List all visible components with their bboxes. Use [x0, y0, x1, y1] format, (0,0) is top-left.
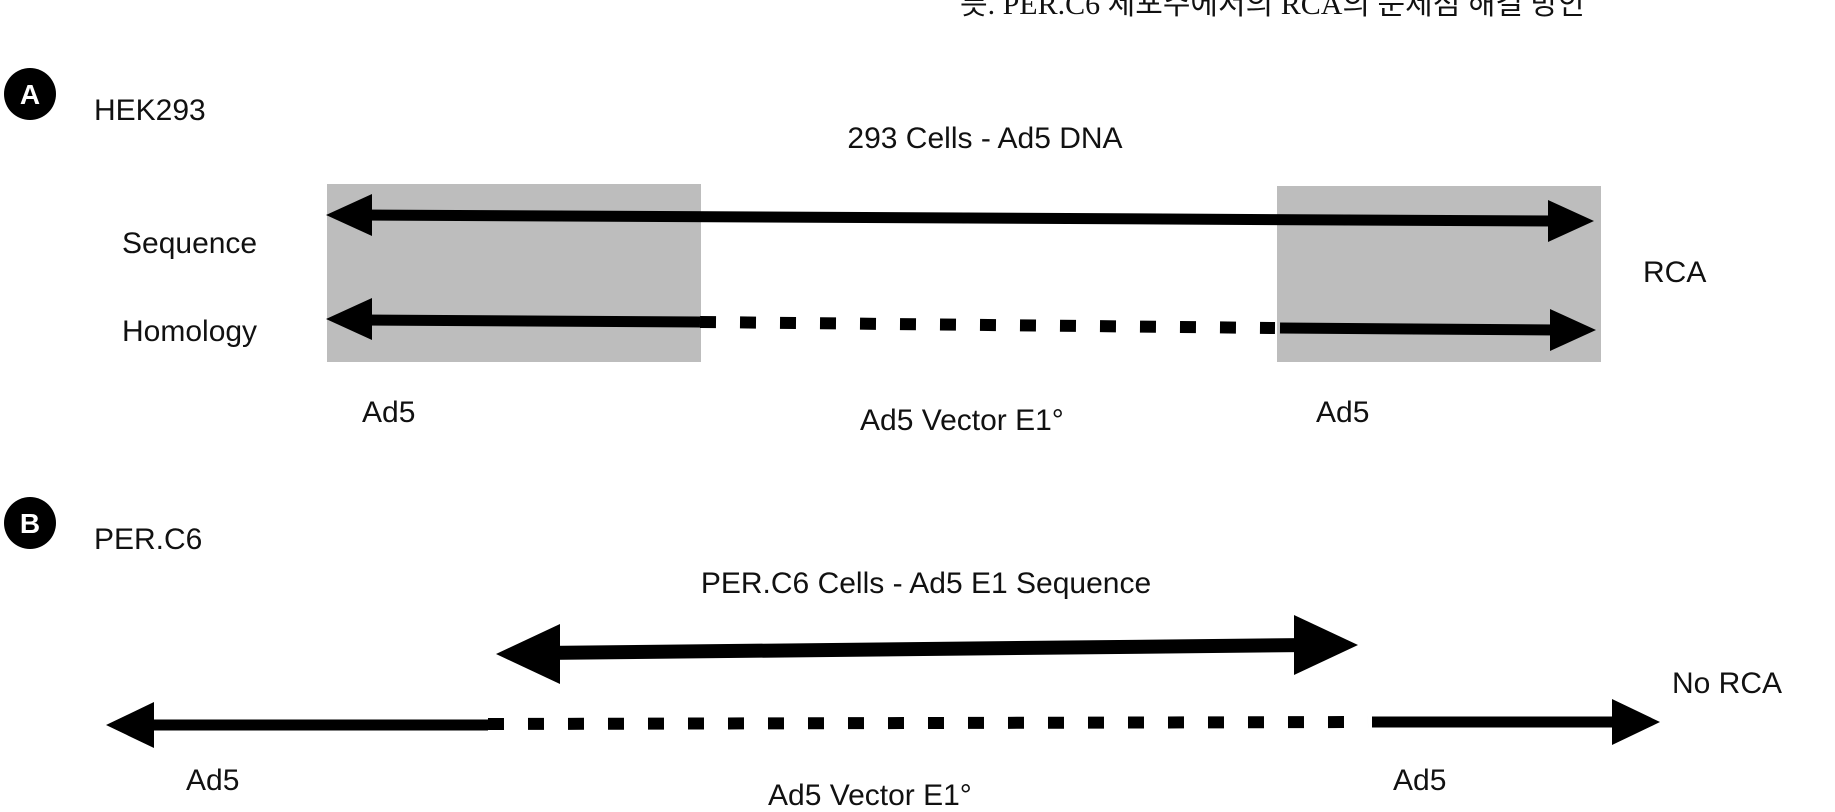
panel-b-vector-label: Ad5 Vector E1° [768, 779, 972, 812]
panel-a-left-ad5: Ad5 [362, 396, 415, 429]
row-label-sequence: Sequence [122, 227, 257, 260]
panel-b: B PER.C6 PER.C6 Cells - Ad5 E1 Sequence … [4, 497, 1782, 812]
panel-b-badge [4, 497, 56, 549]
panel-b-left-ad5: Ad5 [186, 764, 239, 797]
panel-b-top-label: PER.C6 Cells - Ad5 E1 Sequence [701, 567, 1151, 600]
panel-a-title: HEK293 [94, 94, 206, 127]
panel-b-title: PER.C6 [94, 523, 202, 556]
row-label-homology: Homology [122, 315, 257, 348]
panel-b-vector-line [106, 699, 1660, 748]
panel-a-result: RCA [1643, 256, 1706, 289]
panel-b-badge-letter: B [20, 508, 40, 539]
panel-a-badge-letter: A [20, 79, 40, 110]
e1-sequence-arrow [496, 615, 1358, 684]
panel-a: A HEK293 293 Cells - Ad5 DNA Sequence Ho… [4, 68, 1706, 437]
panel-a-right-ad5: Ad5 [1316, 396, 1369, 429]
panel-a-top-label: 293 Cells - Ad5 DNA [847, 122, 1122, 155]
ad5-dna-arrow [326, 194, 1594, 242]
panel-a-badge [4, 68, 56, 120]
panel-a-vector-line [326, 298, 1596, 351]
panel-a-vector-label: Ad5 Vector E1° [860, 404, 1064, 437]
panel-b-right-ad5: Ad5 [1393, 764, 1446, 797]
panel-b-result: No RCA [1672, 667, 1782, 700]
top-caption: 릇. PER.C6 세포주에서의 RCA의 문제점 해결 방안 [960, 0, 1586, 21]
